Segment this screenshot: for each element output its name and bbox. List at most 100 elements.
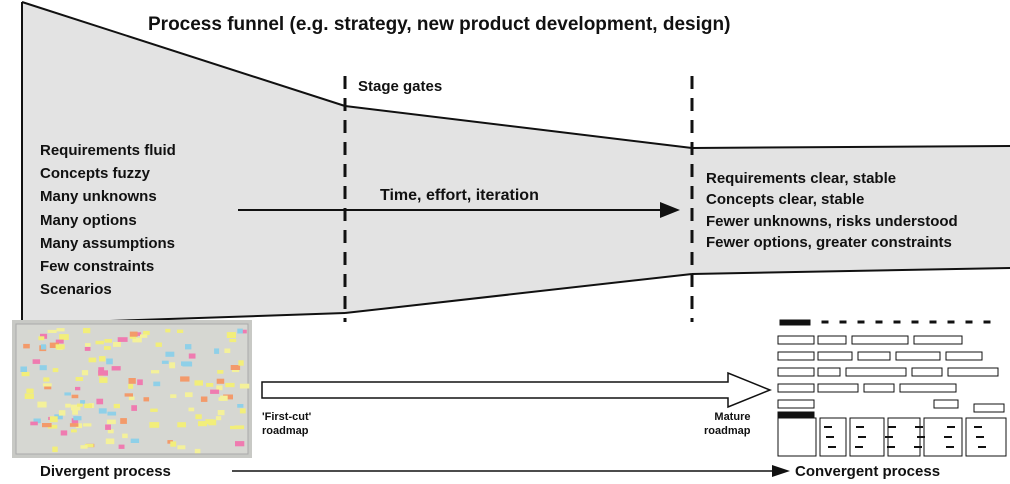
sticky-note [177,445,186,450]
roadmap-block [913,335,963,345]
sticky-note [230,425,238,430]
sticky-note [38,336,45,341]
sticky-note [177,422,186,428]
early-item: Many assumptions [40,234,176,252]
funnel-top-edge-mid [344,105,693,149]
sticky-note [75,386,81,391]
sticky-note [84,347,91,351]
sticky-note [129,331,138,337]
sticky-note [239,383,250,389]
sticky-note [124,393,133,397]
funnel-bottom-edge-mid [344,273,693,314]
sticky-note [47,424,58,429]
early-item: Few constraints [40,258,155,276]
roadmap-mark [856,426,864,428]
sticky-note [30,421,38,426]
sticky-note [143,330,150,335]
roadmap-block [947,367,999,377]
roadmap-block [845,367,907,377]
roadmap-block [945,351,983,361]
sticky-note [220,395,228,401]
sticky-note [73,416,82,421]
sticky-note [216,378,225,384]
sticky-note [180,376,190,382]
early-item: Scenarios [40,281,112,299]
sticky-note [75,423,83,429]
sticky-note [32,359,41,364]
sticky-note [167,440,173,444]
sticky-note [177,329,184,333]
sticky-note [185,344,192,350]
sticky-note [83,328,91,334]
roadmap-mark [944,436,952,438]
sticky-note [194,448,201,454]
sticky-note [105,438,115,445]
roadmap-block [895,351,941,361]
divergent-process-label: Divergent process [40,463,171,480]
sticky-note [60,430,68,436]
roadmap-mark [946,446,954,448]
sticky-note [44,386,52,390]
roadmap-block [857,351,891,361]
sticky-note [98,367,105,373]
sticky-notes-image [12,320,252,458]
sticky-note [39,365,47,371]
roadmap-block [965,417,1007,457]
sticky-note [128,396,135,401]
sticky-note [134,332,142,336]
roadmap-block [911,320,919,324]
sticky-note [170,394,177,398]
sticky-note [98,370,108,376]
sticky-note [105,424,111,430]
sticky-note [107,411,117,416]
sticky-note [106,419,116,425]
sticky-note [229,338,237,343]
early-item: Many options [40,211,137,229]
time-arrow-head [660,202,680,218]
sticky-note [185,392,193,398]
sticky-note [81,370,89,376]
sticky-note [118,444,125,449]
early-item: Concepts fuzzy [40,165,151,183]
roadmap-block [779,319,811,326]
diagram-title: Process funnel (e.g. strategy, new produ… [148,14,731,35]
mature-roadmap-grid [777,319,1007,457]
sticky-note [170,441,177,447]
sticky-note [98,408,107,414]
time-effort-label: Time, effort, iteration [380,187,539,204]
roadmap-mark [978,446,986,448]
sticky-note [83,423,92,427]
sticky-note [77,403,83,407]
sticky-note [43,377,50,382]
roadmap-block [777,351,815,361]
late-item: Requirements clear, stable [706,170,897,187]
early-item: Many unknowns [40,188,157,206]
sticky-note [95,340,104,345]
sticky-note [104,346,111,350]
sticky-note [49,416,58,423]
sticky-note [33,418,41,424]
sticky-note [55,339,64,344]
sticky-note [52,446,58,453]
late-item: Fewer unknowns, risks understood [706,212,958,230]
sticky-note [214,348,220,354]
roadmap-block [849,417,885,457]
roadmap-block [817,383,859,393]
sticky-note [84,443,94,448]
sticky-note [149,422,160,428]
mature-line2: roadmap [704,425,751,437]
roadmap-mark [855,446,863,448]
sticky-note [69,423,79,427]
sticky-note [215,416,222,421]
late-item: Concepts clear, stable [706,191,865,209]
sticky-note [54,414,63,420]
sticky-note [224,348,231,353]
roadmap-block [817,367,841,377]
sticky-notes [20,328,250,454]
sticky-note [239,408,246,414]
sticky-note [241,329,247,334]
sticky-note [42,423,52,428]
sticky-note [21,371,30,377]
sticky-note [217,410,225,416]
